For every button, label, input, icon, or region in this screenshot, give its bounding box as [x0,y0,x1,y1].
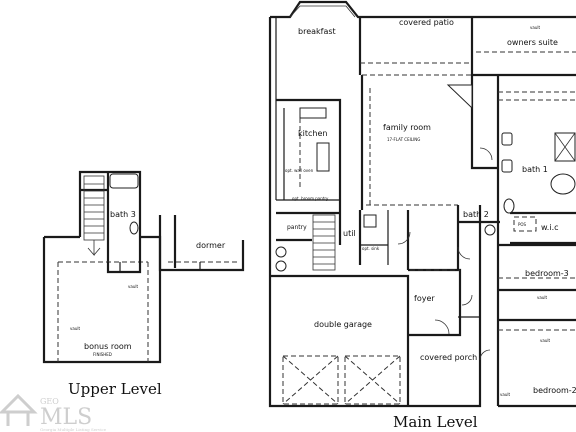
watermark-prefix: GEO [40,397,59,406]
opt-broom-pantry-note: opt. broom pantry [292,196,329,201]
kitchen-island [316,142,330,172]
room-label-wic: w.i.c [541,223,559,232]
vault-note: vault [537,295,547,300]
room-label-double-garage: double garage [314,320,372,329]
water-heater-icon [275,260,287,272]
vanity-sink [501,132,513,146]
room-label-kitchen: kitchen [298,129,327,138]
washer [363,214,377,228]
water-heater-icon [275,246,287,258]
upper-stairs [83,175,105,257]
room-label-util: util [343,229,356,238]
bathtub [109,173,139,189]
sink-icon [484,224,496,236]
opt-sink-note: opt. sink [362,246,380,251]
family-room-ceiling-note: 17-FLAT CEILING [387,137,420,142]
vault-note: vault [128,284,138,289]
watermark-sub: Georgia Multiple Listing Service [40,427,107,432]
vault-note: vault [70,326,80,331]
caption-upper-level: Upper Level [68,380,162,398]
room-label-dormer: dormer [196,241,226,250]
room-label-foyer: foyer [414,294,435,303]
watermark-main: MLS [40,405,92,430]
pos-note: POS [518,222,527,227]
room-label-bedroom-2: bedroom-2 [533,386,576,395]
fireplace [446,84,473,110]
garage-doors [282,355,401,405]
room-label-bath-2: bath 2 [463,210,489,219]
bonus-room-note: FINISHED [93,352,112,357]
room-label-breakfast: breakfast [298,27,336,36]
room-label-family-room: family room [383,123,431,132]
main-stairs [312,214,336,271]
upper-level-plan: bath 3 dormer bonus room FINISHED vault … [42,170,245,398]
room-label-bedroom-3: bedroom-3 [525,269,569,278]
opt-wall-oven-note: opt. wall oven [285,168,314,173]
toilet-icon [129,221,139,235]
mls-watermark-logo: GEO MLS Georgia Multiple Listing Service [0,393,107,432]
vault-note: vault [540,338,550,343]
kitchen-sink [299,107,327,119]
room-label-covered-patio: covered patio [399,18,454,27]
toilet-icon [503,198,515,214]
room-label-pantry: pantry [287,224,307,231]
caption-main-level: Main Level [393,413,478,431]
room-label-bath-1: bath 1 [522,165,548,174]
vault-note: vault [500,392,510,397]
room-label-covered-porch: covered porch [420,353,477,362]
room-label-bath-3: bath 3 [110,210,136,219]
room-label-bonus-room: bonus room [84,342,132,351]
main-level-plan: breakfast covered patio owners suite kit… [268,0,576,431]
tub-oval [550,173,576,195]
room-label-owners-suite: owners suite [507,38,558,47]
vanity-sink [501,159,513,173]
watermark-roof-icon [0,393,38,426]
vault-note: vault [530,25,540,30]
